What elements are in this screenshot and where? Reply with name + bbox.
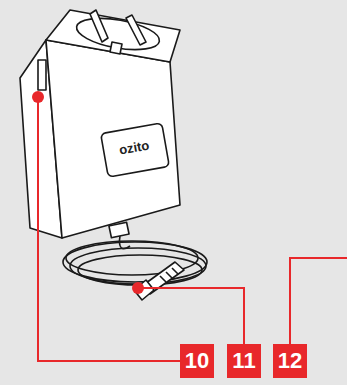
adapter-body: [46, 40, 180, 238]
leader-dot: [132, 282, 144, 294]
leader-line: [290, 258, 347, 344]
cable-coil: [70, 248, 206, 284]
plug-pin: [110, 42, 122, 54]
callout-number: 10: [180, 344, 214, 378]
plug-pin: [90, 10, 108, 42]
strain-relief: [160, 268, 178, 282]
plug-disc: [74, 13, 162, 55]
callout-number: 12: [273, 344, 307, 378]
plug-face: [46, 10, 180, 62]
callout-number: 11: [227, 344, 261, 378]
leader-dot: [32, 91, 44, 103]
brand-plate: [101, 123, 170, 177]
cord-exit: [109, 222, 129, 237]
leader-line: [38, 97, 180, 361]
cable: [119, 236, 130, 249]
clip: [38, 60, 46, 90]
leader-line: [138, 288, 244, 344]
plug-pin: [126, 15, 146, 45]
